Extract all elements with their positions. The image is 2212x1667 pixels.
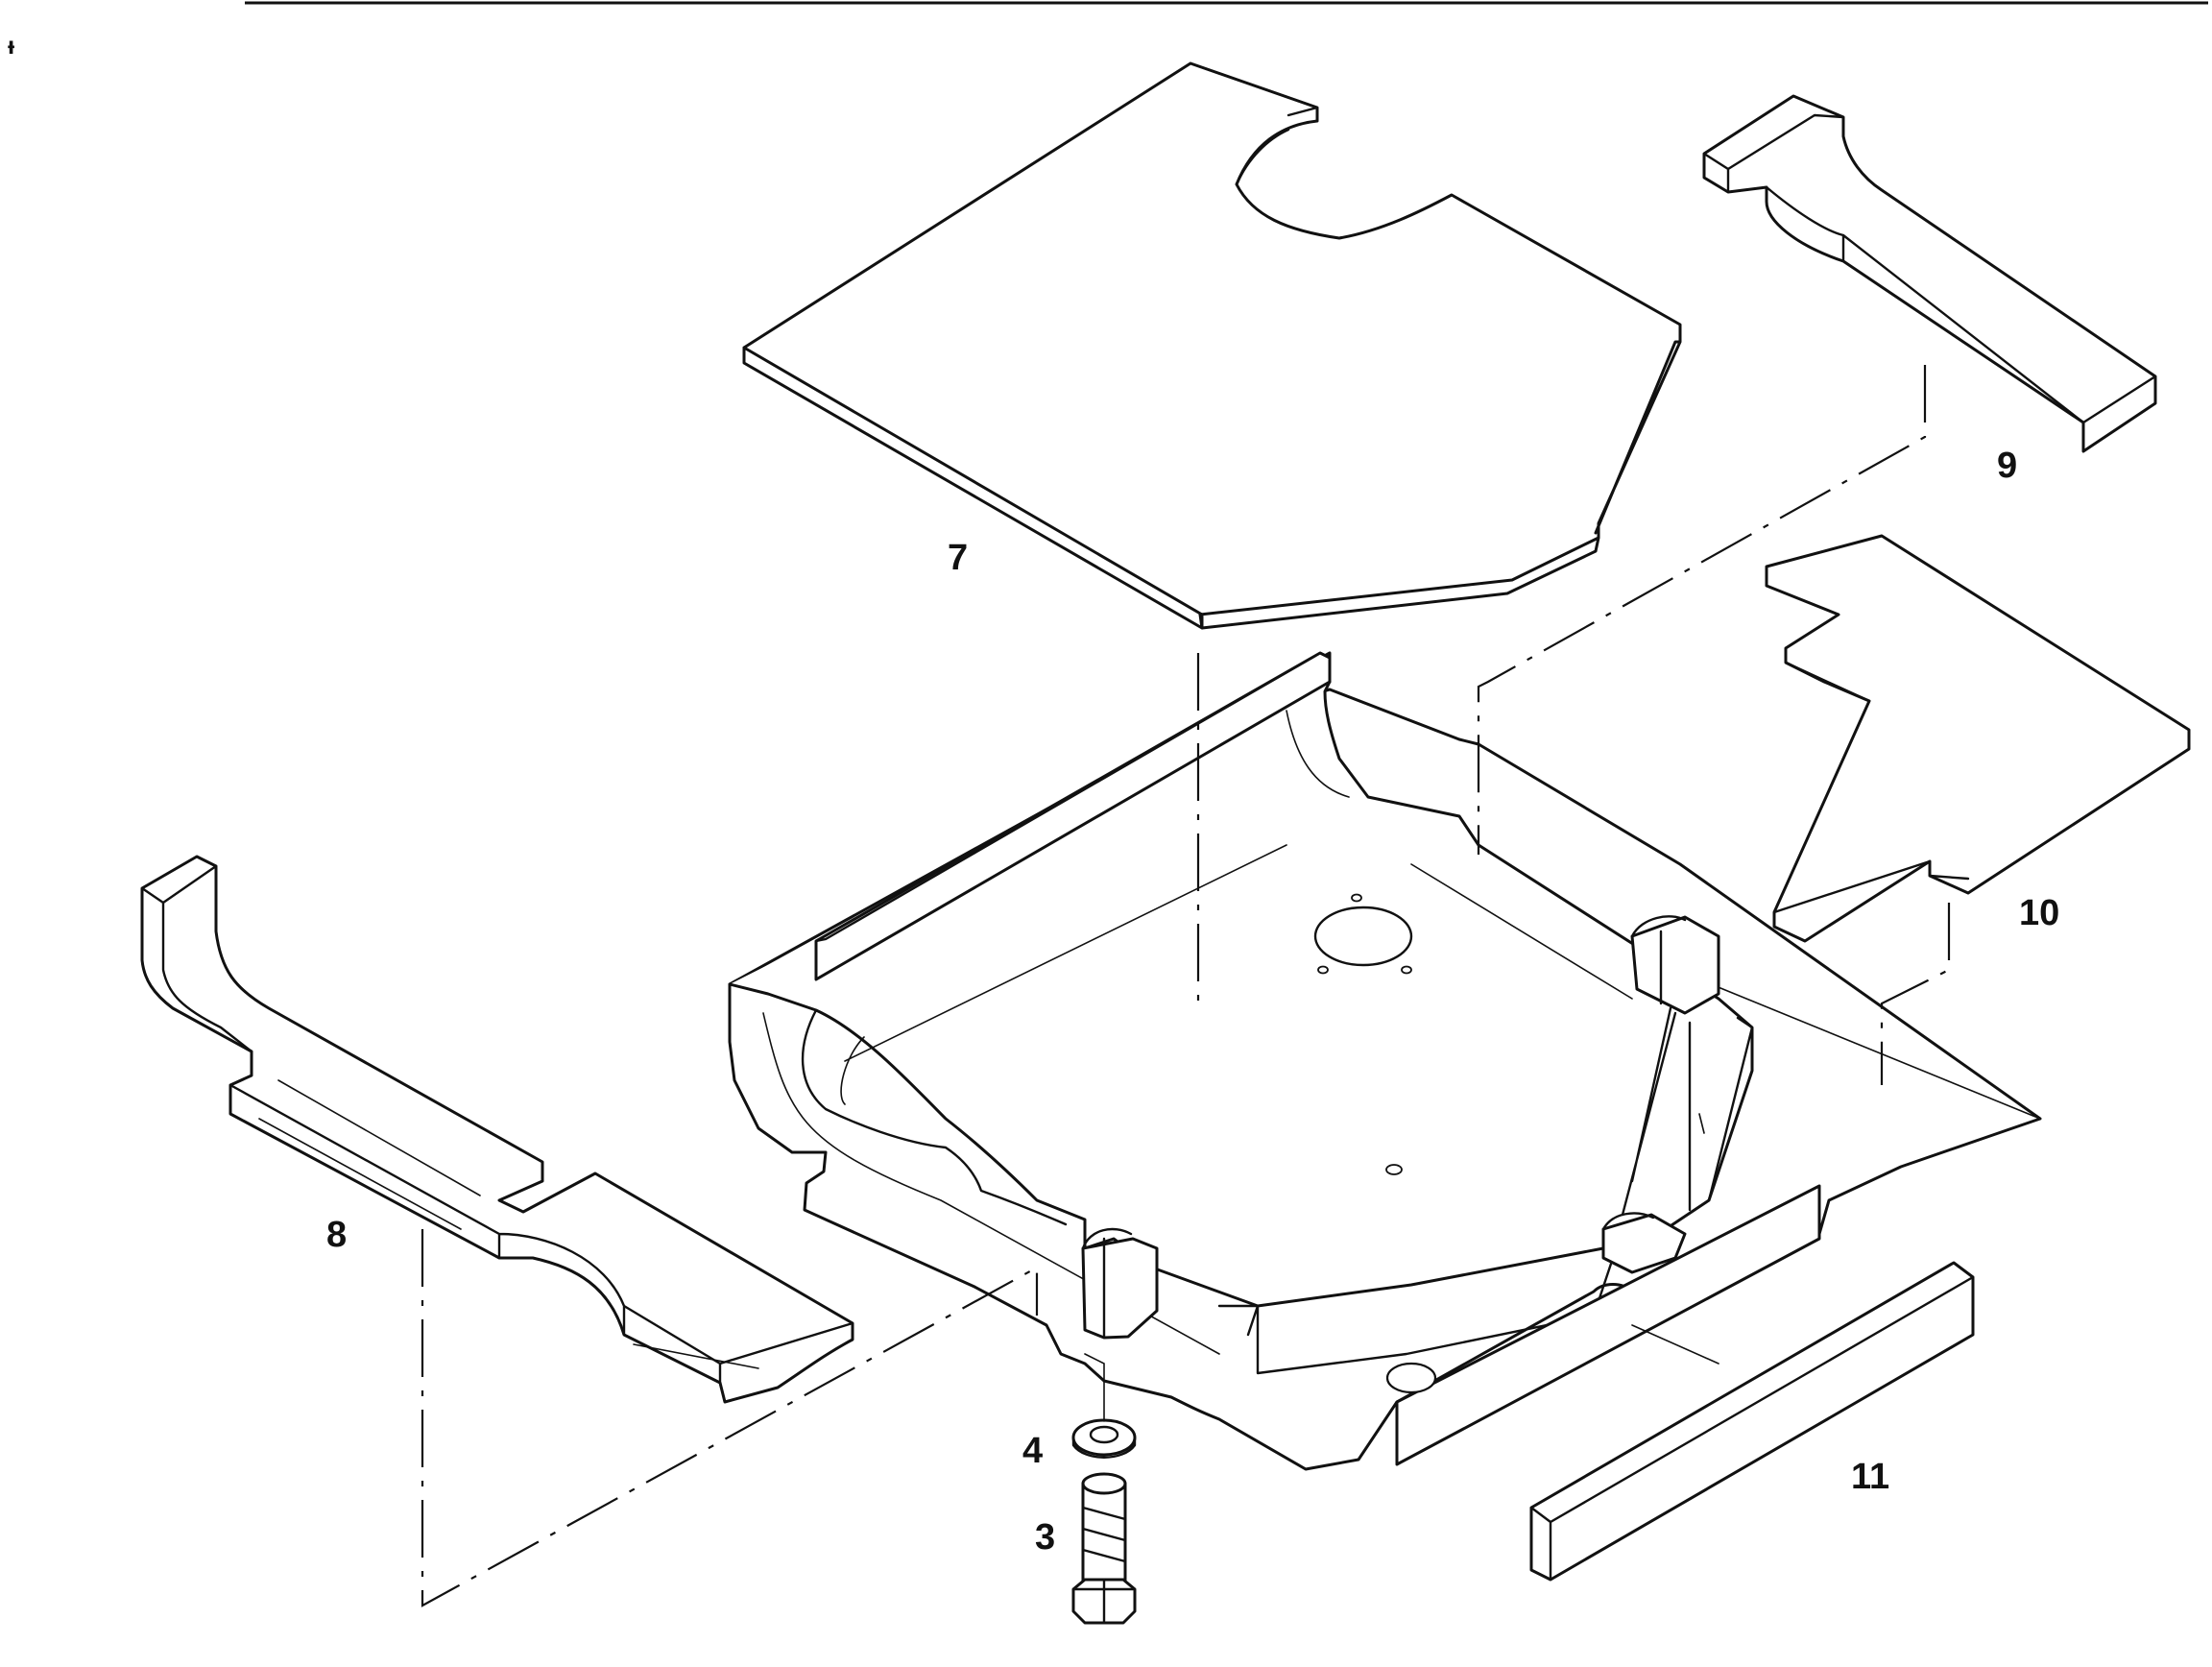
part-11-long-bar (1529, 1261, 1975, 1582)
base-tray (728, 651, 2042, 1471)
clip-front-left (1081, 1237, 1159, 1340)
part-10-plate (1765, 534, 2191, 943)
screw-hole (1401, 965, 1412, 975)
part-9-bent-bar (1702, 94, 2157, 453)
center-hole (1313, 906, 1413, 967)
screw-hole (1385, 1164, 1403, 1175)
part-4-washer (1071, 1418, 1137, 1459)
assembly-lines (421, 365, 1951, 1607)
clip-front-right (1601, 1213, 1687, 1274)
part-7-top-plate (742, 61, 1682, 630)
callout-11: 11 (1851, 1457, 1889, 1497)
part-8-bent-bar (140, 855, 854, 1404)
callout-7: 7 (948, 538, 968, 578)
callout-3: 3 (1035, 1517, 1055, 1558)
callout-10: 10 (2019, 893, 2059, 933)
corner-mark: ᵻ (8, 31, 14, 60)
callout-9: 9 (1997, 446, 2017, 486)
bolt-hole (1385, 1362, 1437, 1394)
callout-8: 8 (326, 1215, 347, 1255)
screw-hole (1351, 893, 1362, 903)
callout-4: 4 (1022, 1431, 1043, 1471)
clip-rear-right (1630, 915, 1720, 1015)
screw-hole (1317, 965, 1329, 975)
part-3-bolt (1071, 1472, 1137, 1625)
